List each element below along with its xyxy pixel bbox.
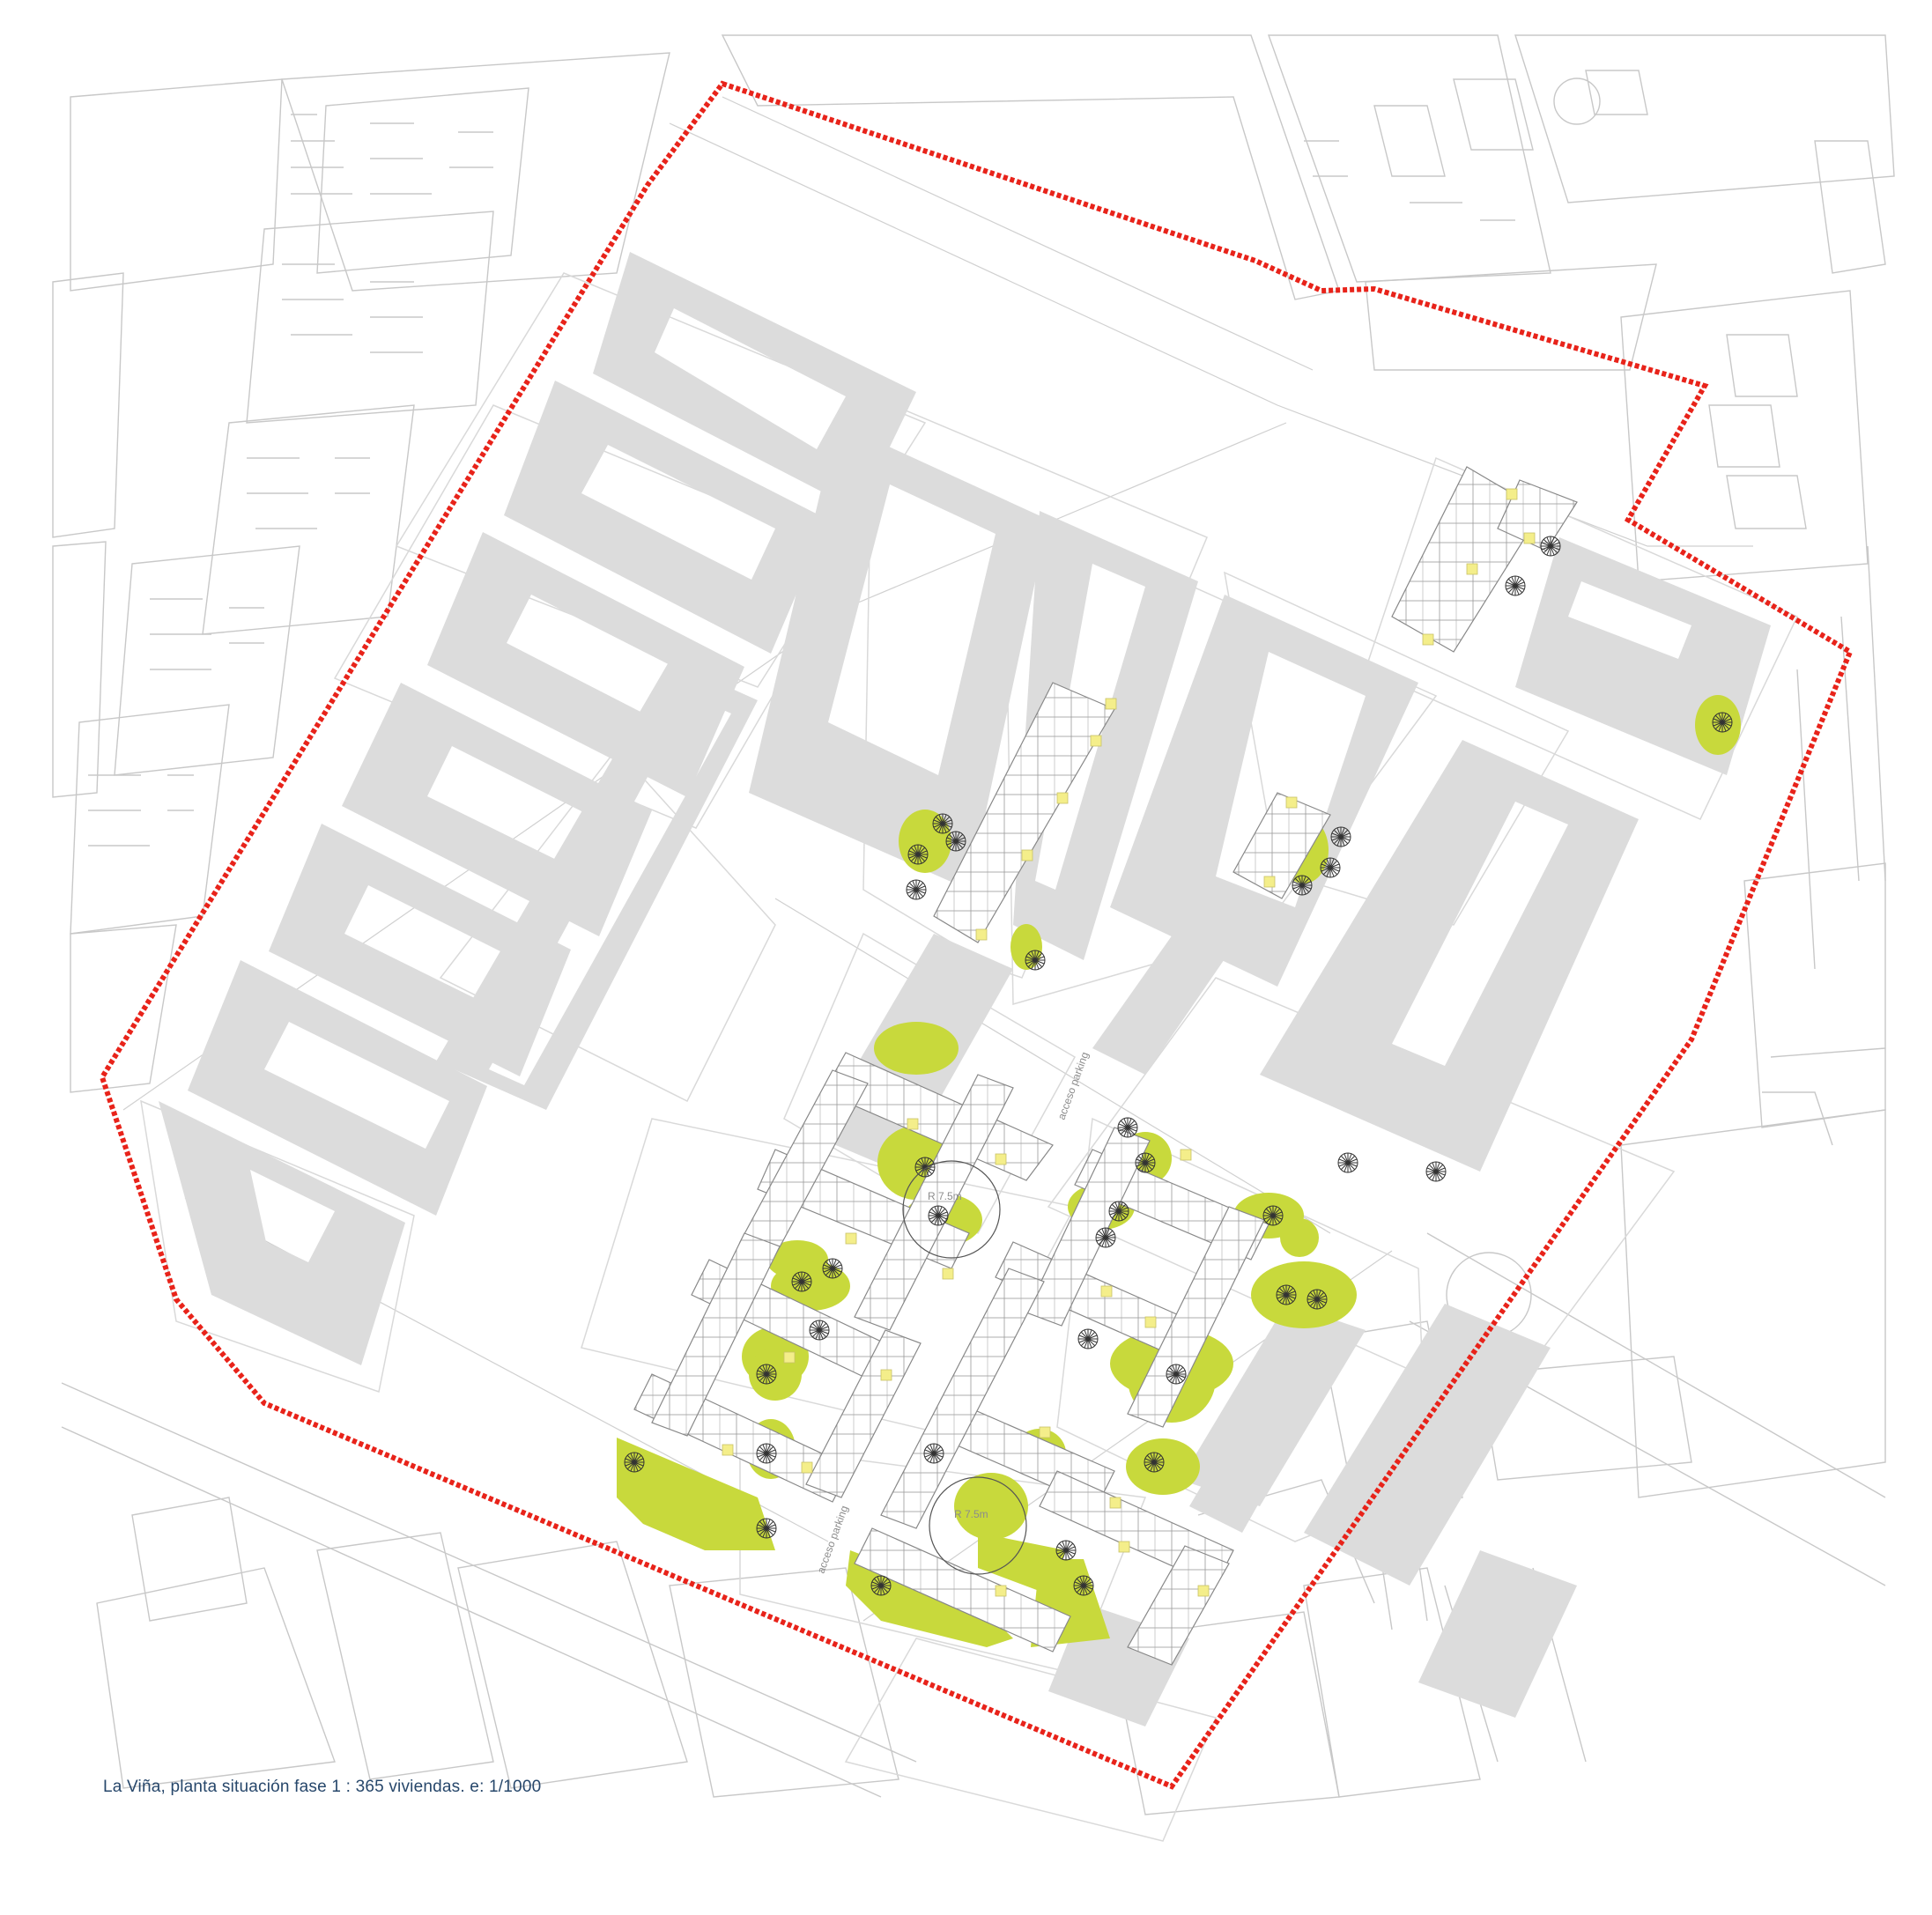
turning-radius <box>902 1160 1027 1575</box>
context-blocks <box>52 34 1895 1815</box>
housing-units <box>633 466 1578 1666</box>
radius-label: R 7.5m <box>954 1508 988 1520</box>
plan-caption: La Viña, planta situación fase 1 : 365 v… <box>103 1778 542 1796</box>
parking-access-label: acceso parking <box>815 1504 851 1575</box>
yellow-cores <box>722 488 1536 1597</box>
radius-label: R 7.5m <box>928 1190 962 1202</box>
site-boundary <box>99 80 1854 1790</box>
